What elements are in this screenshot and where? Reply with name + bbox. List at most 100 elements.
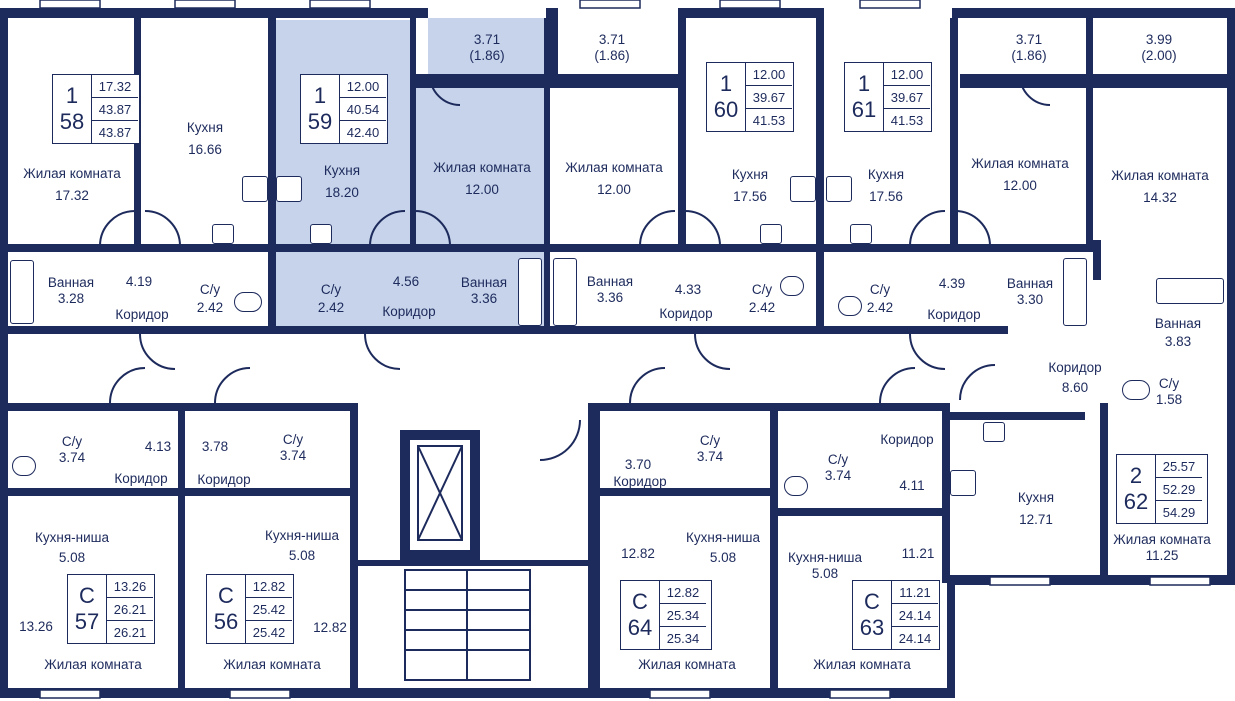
total-area-balcony: 25.42 xyxy=(246,620,292,643)
stove-icon xyxy=(826,176,852,202)
living-area: 11.21 xyxy=(899,584,931,600)
toilet-icon xyxy=(234,292,262,312)
unit-rooms: 1 xyxy=(313,83,327,108)
total-area-balcony: 25.34 xyxy=(660,626,706,649)
room-label: Коридор xyxy=(382,304,436,319)
stove-icon xyxy=(790,176,816,202)
interior-walls-top xyxy=(8,8,1227,334)
total-area: 40.54 xyxy=(340,97,386,120)
room-label: Жилая комната xyxy=(638,657,736,672)
total-area: 52.29 xyxy=(1156,477,1202,500)
balcony-label: 3.71(1.86) xyxy=(594,32,630,63)
total-area: 25.42 xyxy=(246,597,292,620)
room-label: Коридор xyxy=(613,474,667,489)
room-label: 3.78 xyxy=(201,439,229,454)
room-label: Коридор xyxy=(927,307,981,322)
stove-icon xyxy=(242,176,268,202)
unit-number: 59 xyxy=(307,109,333,134)
unit-rooms: С xyxy=(632,589,648,614)
unit-number: 56 xyxy=(213,609,239,634)
sink-icon xyxy=(983,422,1005,442)
windows xyxy=(39,0,1211,699)
sink-icon xyxy=(212,224,234,244)
sink-icon xyxy=(850,224,872,244)
bathtub-icon xyxy=(1156,278,1224,304)
unit-number: 57 xyxy=(74,609,100,634)
unit-rooms: 1 xyxy=(65,83,79,108)
toilet-icon xyxy=(784,476,808,496)
interior-walls-bottom xyxy=(8,403,1108,688)
total-area: 26.21 xyxy=(107,597,153,620)
total-area-balcony: 42.40 xyxy=(340,120,386,143)
unit-rooms: С xyxy=(218,583,234,608)
room-label: 13.26 xyxy=(19,619,53,634)
living-area: 12.00 xyxy=(346,78,380,94)
room-label: 11.21 xyxy=(901,546,935,561)
total-area-balcony: 54.29 xyxy=(1156,500,1202,523)
total-area-balcony: 43.87 xyxy=(92,120,138,143)
unit-number: 62 xyxy=(1123,489,1149,514)
total-area-balcony: 26.21 xyxy=(107,620,153,643)
total-area-balcony: 24.14 xyxy=(892,626,938,649)
room-label: Коридор xyxy=(880,432,934,447)
total-area: 25.34 xyxy=(660,603,706,626)
sink-icon xyxy=(760,224,782,244)
total-area: 39.67 xyxy=(746,85,792,108)
room-label: 4.39 xyxy=(938,276,966,291)
room-label: Жилая комната xyxy=(44,657,142,672)
room-label: Коридор xyxy=(114,471,168,486)
stove-icon xyxy=(950,470,976,496)
total-area-balcony: 41.53 xyxy=(884,108,930,131)
room-label: Коридор xyxy=(659,306,713,321)
outer-walls xyxy=(0,8,1235,698)
unit-rooms: 1 xyxy=(857,71,871,96)
total-area-balcony: 41.53 xyxy=(746,108,792,131)
room-label: 4.19 xyxy=(125,274,153,289)
toilet-icon xyxy=(780,276,804,296)
unit-number: 58 xyxy=(59,109,85,134)
unit-number: 60 xyxy=(713,97,739,122)
balcony-label: 3.99(2.00) xyxy=(1141,32,1177,63)
room-label: 12.82 xyxy=(621,546,655,561)
stair-core xyxy=(358,430,588,681)
unit-59-corridor xyxy=(276,246,546,330)
toilet-icon xyxy=(12,456,36,476)
living-area: 12.00 xyxy=(890,66,924,82)
toilet-icon xyxy=(838,296,862,316)
stove-icon xyxy=(276,176,302,202)
bathtub-icon xyxy=(10,260,34,324)
room-label: 4.11 xyxy=(899,478,925,493)
toilet-icon xyxy=(1122,380,1150,400)
living-area: 12.00 xyxy=(752,66,786,82)
balcony-label: 3.71(1.86) xyxy=(1011,32,1047,63)
door-swings xyxy=(99,74,1051,461)
